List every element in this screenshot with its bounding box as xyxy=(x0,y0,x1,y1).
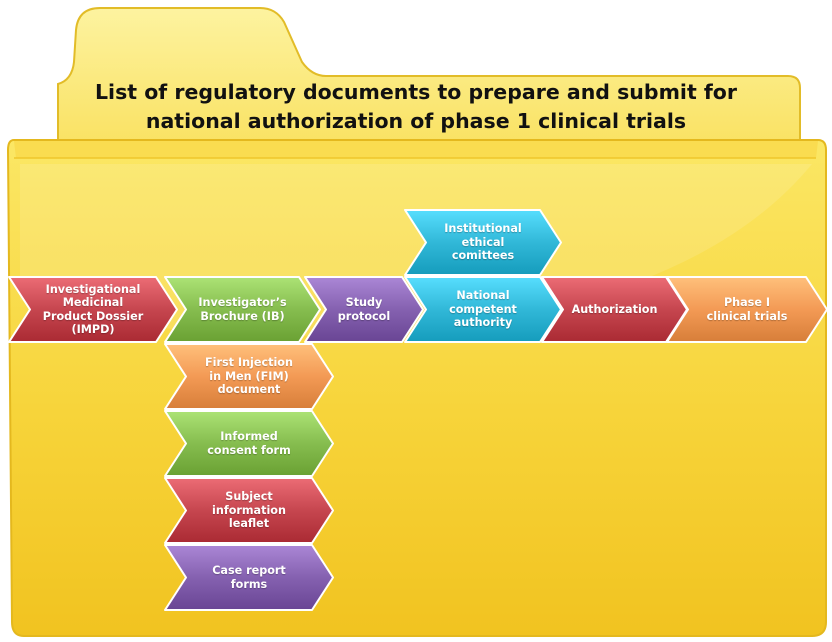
step-fim-document: First Injection in Men (FIM) document xyxy=(164,343,334,410)
chevron-shape xyxy=(404,209,562,276)
step-informed-consent-form: Informed consent form xyxy=(164,410,334,477)
step-label: Informed consent form xyxy=(207,430,291,457)
step-label: Investigational Medicinal Product Dossie… xyxy=(42,282,144,337)
chevron-shape xyxy=(164,343,334,410)
step-label: Investigator’s Brochure (IB) xyxy=(198,296,287,323)
chevron-arrow-icon xyxy=(404,276,562,343)
step-investigators-brochure: Investigator’s Brochure (IB) xyxy=(164,276,321,343)
step-impd: Investigational Medicinal Product Dossie… xyxy=(8,276,178,343)
chevron-shape xyxy=(304,276,424,343)
chevron-shape xyxy=(404,276,562,343)
step-label: Institutional ethical comittees xyxy=(444,222,522,263)
chevron-arrow-icon xyxy=(164,343,334,410)
chevron-arrow-icon xyxy=(666,276,828,343)
step-label: Study protocol xyxy=(337,296,391,323)
step-phase1-clinical-trials: Phase I clinical trials xyxy=(666,276,828,343)
step-label: Case report forms xyxy=(212,564,286,591)
step-label: Authorization xyxy=(571,302,658,316)
chevron-arrow-icon xyxy=(404,209,562,276)
chevron-shape xyxy=(164,410,334,477)
chevron-shape xyxy=(164,544,334,611)
chevron-shape xyxy=(8,276,178,343)
chevron-shape xyxy=(666,276,828,343)
step-label: Phase I clinical trials xyxy=(706,296,788,323)
step-national-competent-authority: National competent authority xyxy=(404,276,562,343)
chevron-shape xyxy=(164,477,334,544)
chevron-arrow-icon xyxy=(164,276,321,343)
step-subject-information-leaflet: Subject information leaflet xyxy=(164,477,334,544)
step-label: Subject information leaflet xyxy=(212,490,286,531)
step-institutional-ethical-committees: Institutional ethical comittees xyxy=(404,209,562,276)
title-line-2: national authorization of phase 1 clinic… xyxy=(145,109,687,133)
chevron-arrow-icon xyxy=(304,276,424,343)
title-line-1: List of regulatory documents to prepare … xyxy=(94,80,738,104)
step-study-protocol: Study protocol xyxy=(304,276,424,343)
step-case-report-forms: Case report forms xyxy=(164,544,334,611)
chevron-shape xyxy=(164,276,321,343)
chevron-arrow-icon xyxy=(164,410,334,477)
step-label: First Injection in Men (FIM) document xyxy=(205,356,293,397)
chevron-arrow-icon xyxy=(164,477,334,544)
step-label: National competent authority xyxy=(449,289,517,330)
chevron-arrow-icon xyxy=(164,544,334,611)
chevron-arrow-icon xyxy=(8,276,178,343)
